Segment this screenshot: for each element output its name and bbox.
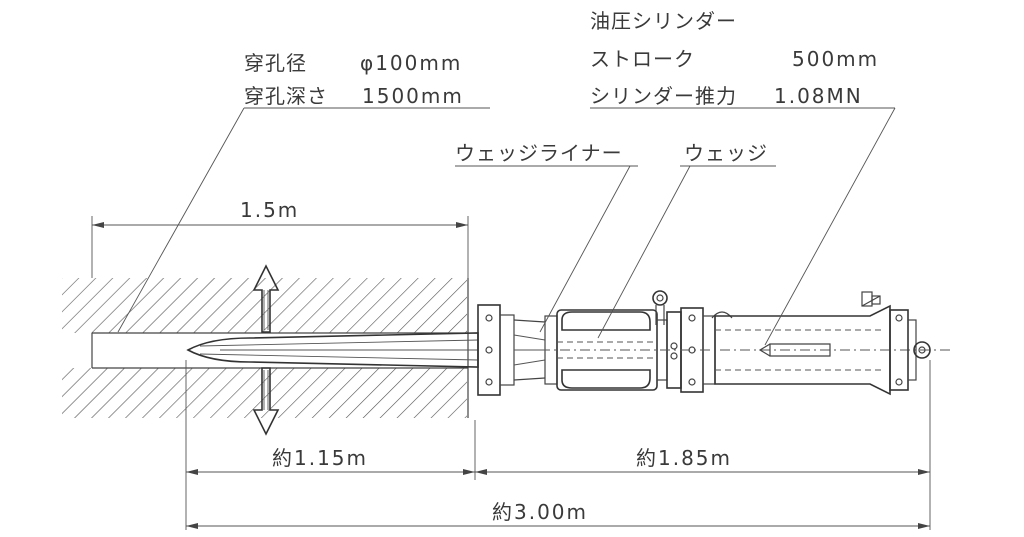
cylinder-title: 油圧シリンダー	[590, 9, 737, 33]
wedge-liner-label: ウェッジライナー	[455, 141, 623, 165]
total-length-dim: 約3.00m	[492, 500, 588, 524]
hydraulic-cylinder	[540, 291, 950, 396]
split-force-down-arrow	[252, 367, 280, 436]
leader-lines	[117, 107, 896, 346]
hole-length-dim: 1.5m	[240, 198, 299, 222]
split-force-up-arrow	[252, 264, 280, 333]
thrust-label: シリンダー推力	[590, 84, 737, 108]
bore-diameter-value: φ100mm	[360, 51, 462, 75]
lifting-eye	[652, 290, 668, 325]
dimension-lines	[91, 216, 931, 530]
bore-depth-value: 1500mm	[362, 84, 464, 108]
body-length-dim: 約1.85m	[636, 446, 732, 470]
rock-mass	[62, 278, 472, 418]
bore-depth-label: 穿孔深さ	[244, 84, 328, 108]
stroke-label: ストローク	[590, 47, 695, 71]
bore-diameter-label: 穿孔径	[244, 51, 307, 75]
insert-length-dim: 約1.15m	[272, 446, 368, 470]
thrust-value: 1.08MN	[774, 84, 863, 108]
wedge-label: ウェッジ	[684, 141, 768, 165]
stroke-value: 500mm	[792, 47, 879, 71]
